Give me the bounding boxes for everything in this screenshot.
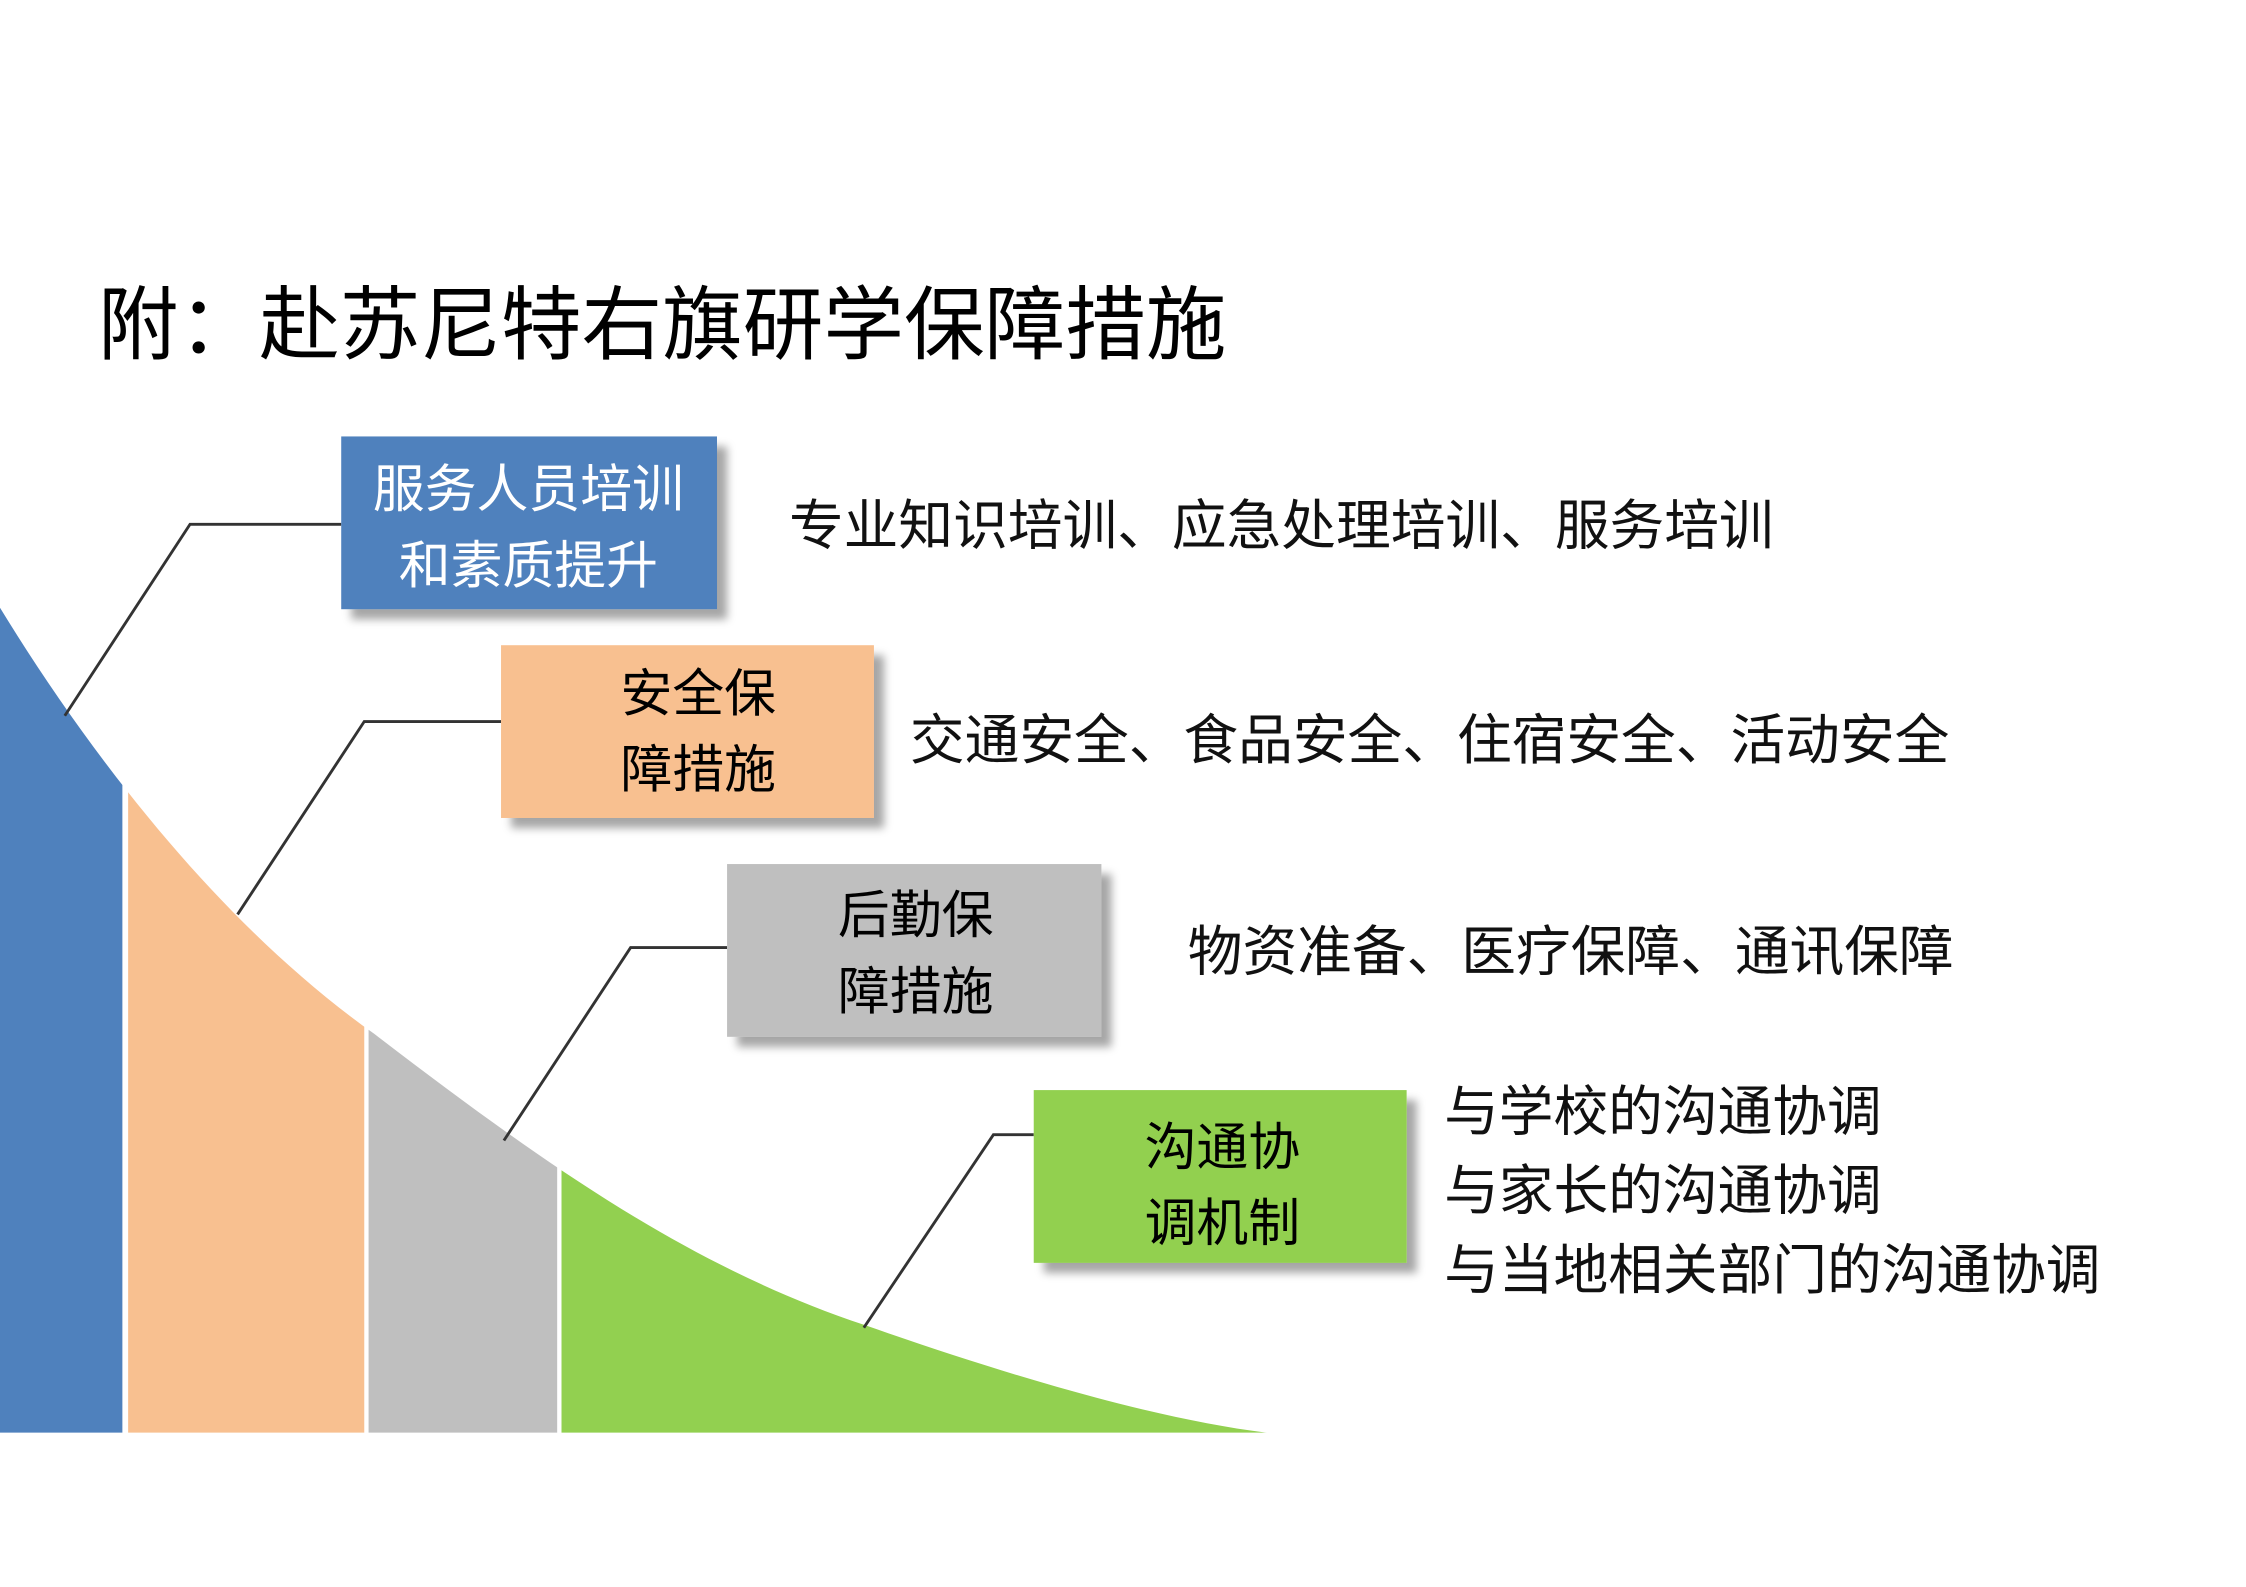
strip-blue	[0, 607, 123, 1433]
box-label: 障措施	[621, 741, 777, 801]
strip-orange	[128, 607, 365, 1433]
box-communication: 沟通协 调机制	[1033, 1090, 1407, 1263]
box-label: 服务人员培训	[373, 460, 684, 520]
leader-line-3	[502, 946, 728, 1142]
description-communication-2: 与家长的沟通协调	[1444, 1159, 1882, 1223]
box-label: 调机制	[1145, 1194, 1300, 1254]
leader-line-2	[236, 720, 502, 916]
box-safety: 安全保 障措施	[501, 645, 874, 818]
box-label: 后勤保	[838, 886, 993, 946]
page-title: 附：赴苏尼特右旗研学保障措施	[98, 279, 1227, 373]
box-service-training: 服务人员培训 和素质提升	[341, 436, 717, 610]
box-label: 安全保	[621, 664, 777, 724]
box-label: 障措施	[838, 962, 993, 1022]
box-logistics: 后勤保 障措施	[727, 864, 1102, 1037]
description-safety: 交通安全、食品安全、住宿安全、活动安全	[910, 708, 1949, 772]
description-service: 专业知识培训、应急处理培训、服务培训	[789, 493, 1774, 557]
description-logistics: 物资准备、医疗保障、通讯保障	[1188, 920, 1954, 984]
leader-line-1	[63, 522, 342, 717]
description-communication-3: 与当地相关部门的沟通协调	[1444, 1238, 2100, 1302]
box-label: 沟通协	[1145, 1118, 1300, 1178]
leader-line-4	[862, 1133, 1034, 1329]
box-label: 和素质提升	[399, 536, 658, 596]
description-communication-1: 与学校的沟通协调	[1444, 1079, 1882, 1143]
